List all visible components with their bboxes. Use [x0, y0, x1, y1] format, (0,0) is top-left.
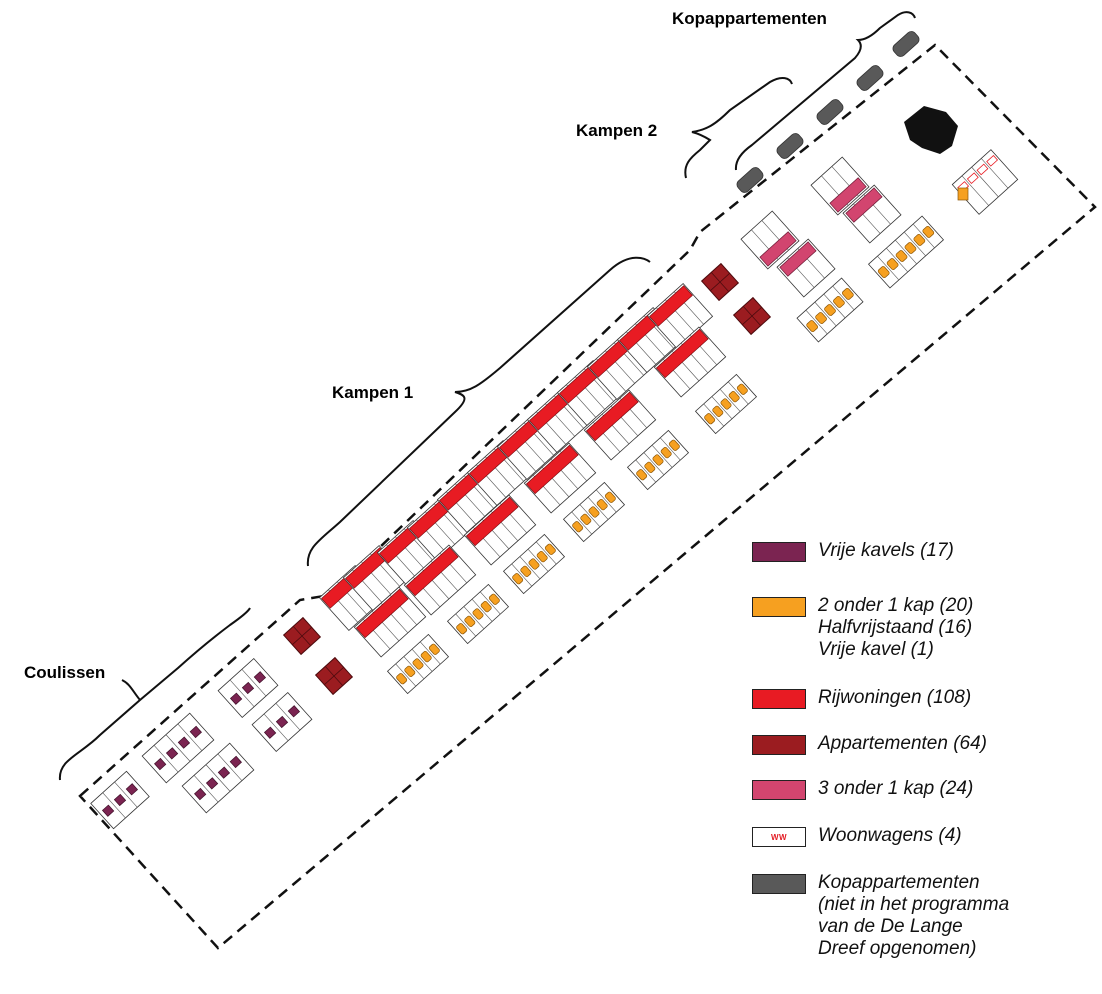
- legend-item-woonwagens: WW Woonwagens (4): [752, 825, 962, 847]
- legend-item-rijwoningen: Rijwoningen (108): [752, 687, 971, 709]
- legend-label-woonwagens: Woonwagens (4): [818, 825, 962, 846]
- kopappartement-4: [856, 65, 884, 91]
- twee-onder-1-kap-row-3: [502, 533, 566, 595]
- legend-label-halfvrijstaand: Halfvrijstaand (16): [818, 617, 973, 638]
- twee-onder-1-kap-row-2: [446, 583, 510, 645]
- twee-onder-1-kap-row-1: [386, 633, 450, 695]
- woonwagens-plots: [951, 149, 1019, 215]
- legend-swatch-kopappartementen: [752, 874, 806, 894]
- kopappartement-5: [892, 31, 920, 57]
- drie-onder-1-kap-row-3: [810, 156, 870, 216]
- vrije-kavels-row-5: [251, 691, 313, 753]
- rijwoningen-row-second-3: [463, 494, 537, 566]
- appartementen-block-1: [282, 616, 322, 656]
- legend-label-appartementen: Appartementen (64): [818, 733, 987, 754]
- appartementen-block-2: [314, 656, 354, 696]
- zone-label-kampen1: Kampen 1: [332, 383, 413, 402]
- vrije-kavels-row-3: [181, 742, 255, 814]
- appartementen-block-4: [732, 296, 772, 336]
- existing-building: [904, 106, 958, 154]
- brace-kampen2: [684, 76, 793, 179]
- legend-item-vrije-kavels: Vrije kavels (17): [752, 540, 954, 562]
- rijwoningen-row-second-2: [403, 544, 477, 616]
- twee-onder-1-kap-kampen2-1: [796, 277, 864, 343]
- legend-note-line-3: Dreef opgenomen): [818, 938, 977, 959]
- drie-onder-1-kap-row-1: [740, 210, 800, 270]
- legend-item-3-onder-1-kap: 3 onder 1 kap (24): [752, 778, 973, 800]
- legend-item-appartementen: Appartementen (64): [752, 733, 987, 755]
- twee-onder-1-kap-row-6: [694, 373, 758, 435]
- legend-swatch-2-onder-1-kap: [752, 597, 806, 617]
- drie-onder-1-kap-row-2: [776, 238, 836, 298]
- brace-kampen1: [306, 256, 651, 567]
- vrije-kavels-row-1: [90, 770, 150, 830]
- zone-label-kopappartementen: Kopappartementen: [672, 9, 827, 28]
- legend-note-line-1: (niet in het programma: [818, 894, 1010, 915]
- rijwoningen-row-second-4: [523, 442, 597, 514]
- zone-label-kampen2: Kampen 2: [576, 121, 657, 140]
- vrije-kavels-row-4: [217, 657, 279, 719]
- kopappartement-1: [736, 167, 764, 193]
- legend-item-2-onder-1-kap: 2 onder 1 kap (20) Halfvrijstaand (16) V…: [752, 595, 973, 661]
- rijwoningen-row-second-1: [353, 586, 427, 658]
- kopappartement-2: [776, 133, 804, 159]
- legend-swatch-vrije-kavels: [752, 542, 806, 562]
- twee-onder-1-kap-row-5: [626, 429, 690, 491]
- kopappartement-3: [816, 99, 844, 125]
- legend-label-kopappartementen: Kopappartementen: [818, 872, 980, 893]
- rijwoningen-row-second-5: [583, 389, 657, 461]
- legend-swatch-woonwagens: WW: [752, 827, 806, 847]
- brace-coulissen: [58, 607, 251, 781]
- legend-note-line-2: van de De Lange: [818, 916, 963, 937]
- brace-kopappartementen: [734, 11, 916, 171]
- vrije-kavels-row-2: [141, 712, 215, 784]
- twee-onder-1-kap-row-4: [562, 481, 626, 543]
- legend-label-3-onder-1-kap: 3 onder 1 kap (24): [818, 778, 974, 799]
- legend-label-vrije-kavels: Vrije kavels (17): [818, 540, 954, 561]
- legend-label-vrije-kavel: Vrije kavel (1): [818, 639, 934, 660]
- legend-swatch-rijwoningen: [752, 689, 806, 709]
- zone-label-coulissen: Coulissen: [24, 663, 105, 682]
- plan-boundary: [78, 43, 1097, 950]
- legend-label-rijwoningen: Rijwoningen (108): [818, 687, 972, 708]
- appartementen-block-3: [700, 262, 740, 302]
- vrije-kavel-single: [957, 187, 969, 201]
- legend-item-kopappartementen: Kopappartementen (niet in het programma …: [752, 872, 1009, 960]
- rijwoningen-row-second-6: [653, 326, 727, 398]
- twee-onder-1-kap-kampen2-2: [867, 215, 945, 289]
- legend-label-2-onder-1-kap: 2 onder 1 kap (20): [818, 595, 974, 616]
- drie-onder-1-kap-row-4: [842, 184, 902, 244]
- legend-swatch-appartementen: [752, 735, 806, 755]
- woonwagens-swatch-text: WW: [770, 832, 788, 842]
- legend-swatch-3-onder-1-kap: [752, 780, 806, 800]
